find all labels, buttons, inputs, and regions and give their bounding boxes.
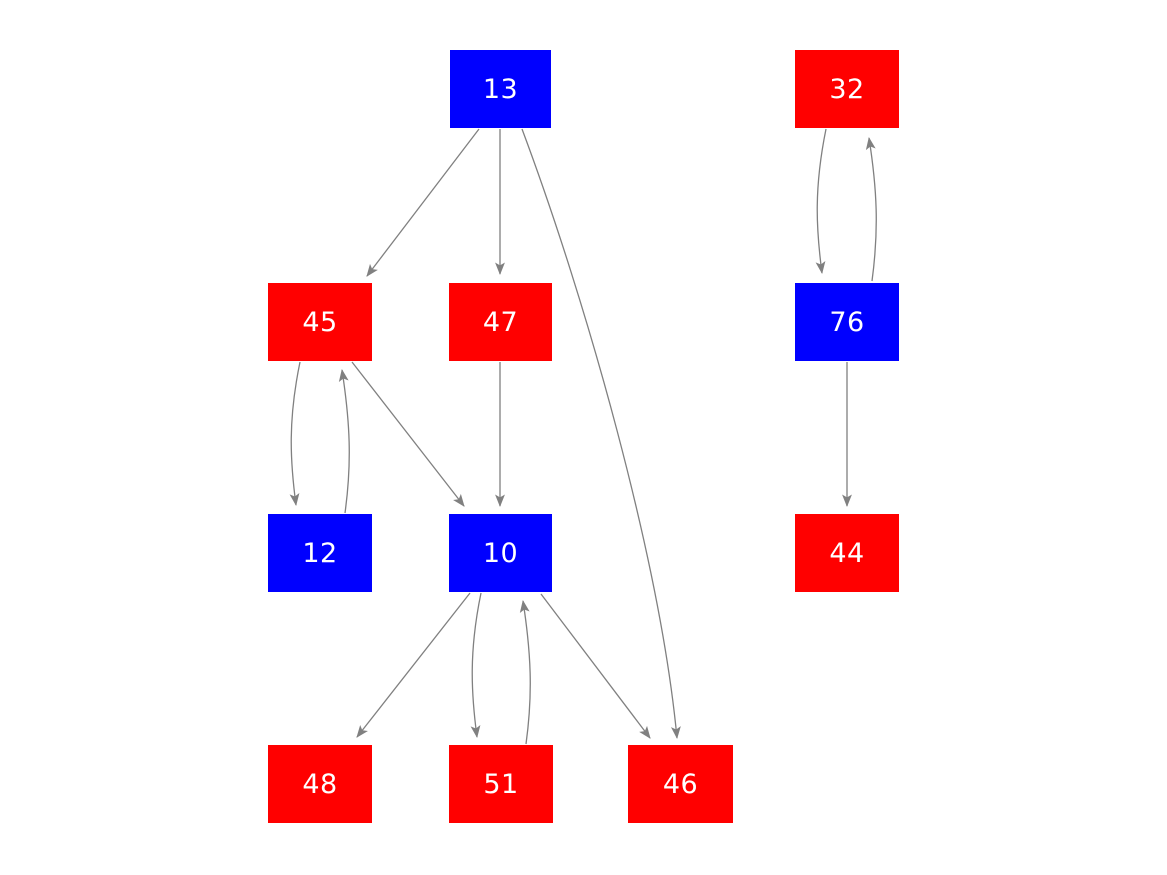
- node-label: 45: [302, 306, 338, 338]
- edge-10-48: [356, 592, 471, 738]
- graph-node-45[interactable]: 45: [268, 283, 372, 361]
- graph-node-47[interactable]: 47: [449, 283, 552, 361]
- node-label: 48: [302, 768, 338, 800]
- node-label: 44: [829, 537, 865, 569]
- edge-10-51: [470, 592, 482, 739]
- graph-node-51[interactable]: 51: [449, 745, 553, 823]
- node-label: 76: [829, 306, 865, 338]
- graph-node-10[interactable]: 10: [449, 514, 552, 592]
- graph-node-76[interactable]: 76: [795, 283, 899, 361]
- node-label: 12: [302, 537, 338, 569]
- node-label: 46: [662, 768, 699, 800]
- node-label: 51: [483, 768, 519, 800]
- edge-76-32: [865, 136, 877, 282]
- node-label: 13: [482, 73, 519, 105]
- graph-node-12[interactable]: 12: [268, 514, 372, 592]
- node-label: 32: [829, 73, 865, 105]
- graph-node-46[interactable]: 46: [628, 745, 733, 823]
- graph-node-48[interactable]: 48: [268, 745, 372, 823]
- edge-32-76: [815, 128, 827, 275]
- graph-node-32[interactable]: 32: [795, 50, 899, 128]
- edge-10-46: [540, 593, 651, 739]
- edge-51-10: [519, 599, 531, 745]
- edge-45-10: [351, 361, 465, 507]
- graph-node-13[interactable]: 13: [450, 50, 551, 128]
- node-label: 47: [482, 306, 519, 338]
- edge-13-46: [521, 128, 681, 740]
- graph-node-44[interactable]: 44: [795, 514, 899, 592]
- edge-12-45: [338, 368, 350, 514]
- edge-13-45: [366, 128, 480, 277]
- node-label: 10: [482, 537, 519, 569]
- edge-45-12: [289, 361, 301, 507]
